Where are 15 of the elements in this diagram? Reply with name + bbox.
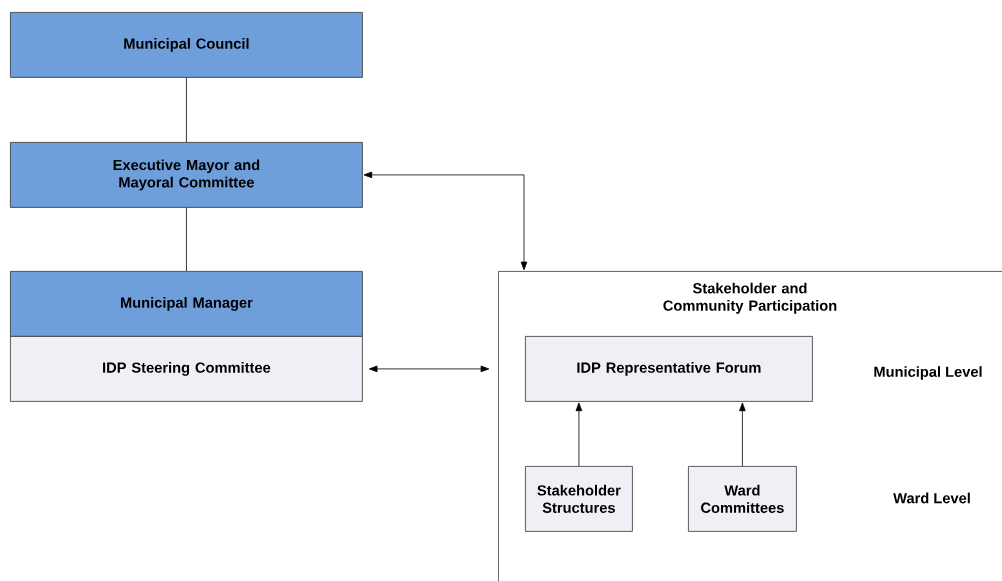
arrow [575, 402, 583, 467]
arrow [363, 171, 528, 271]
committee-box: IDP Steering Committee [10, 336, 363, 402]
arrow [368, 365, 490, 373]
connector-line [186, 77, 187, 143]
level-label: Municipal Level [874, 366, 982, 380]
arrow [739, 402, 746, 467]
forum-box: IDP Representative Forum [525, 336, 813, 402]
committees-box: Ward Committees [688, 466, 797, 532]
council-box: Municipal Council [10, 12, 363, 78]
manager-box: Municipal Manager [10, 271, 363, 337]
structures-box: Stakeholder Structures [525, 466, 633, 532]
level-label: Ward Level [893, 492, 970, 504]
connector-line [186, 207, 187, 272]
committee-box: Executive Mayor and Mayoral Committee [10, 142, 363, 208]
